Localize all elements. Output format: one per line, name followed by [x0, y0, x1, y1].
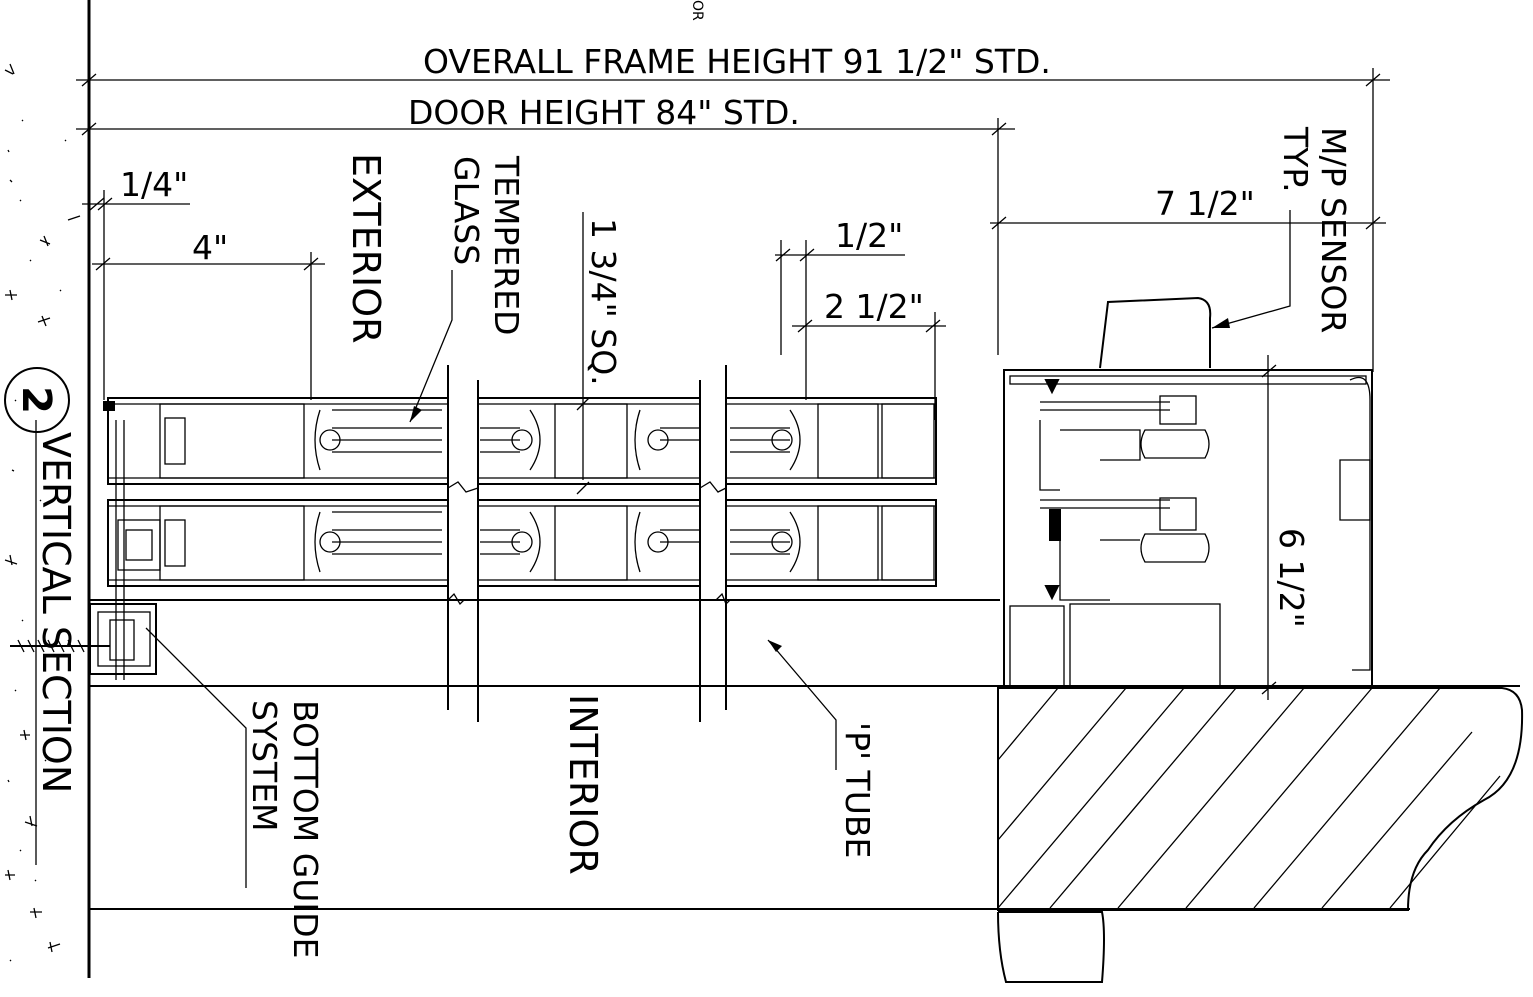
quarter-inch-label: 1/4" [120, 165, 188, 204]
header-housing [1003, 296, 1373, 689]
sensor-leader [1211, 210, 1291, 329]
door-panel-lower [107, 499, 937, 587]
half-inch-label: 1/2" [835, 216, 903, 255]
section-number: 2 [13, 386, 59, 414]
wall-stipple [4, 63, 110, 962]
floor-slab [997, 687, 1524, 983]
six-half-inch-label: 6 1/2" [1272, 528, 1311, 628]
glass-label: GLASS [447, 156, 486, 265]
sensor-arrow [1212, 318, 1230, 328]
sensor-typ-label: TYP. [1276, 126, 1315, 193]
two-half-inch-label: 2 1/2" [824, 287, 924, 326]
p-tube-arrow [768, 640, 782, 652]
system-label: SYSTEM [245, 700, 284, 832]
exterior-label: EXTERIOR [344, 153, 388, 344]
interior-label: INTERIOR [561, 694, 605, 875]
tempered-label: TEMPERED [487, 155, 526, 335]
door-panel-upper [103, 397, 937, 485]
bottom-guide-label: BOTTOM GUIDE [286, 700, 325, 958]
p-tube-leader [767, 639, 837, 770]
seven-half-inch-label: 7 1/2" [1155, 184, 1255, 223]
section-title: VERTICAL SECTION [34, 432, 78, 793]
overall-frame-height-label: OVERALL FRAME HEIGHT 91 1/2" STD. [423, 42, 1051, 81]
break-lines [447, 365, 731, 722]
bottom-guide-leader [145, 627, 247, 888]
p-tube-label: 'P' TUBE [838, 722, 877, 858]
dimension-lines [76, 68, 1390, 700]
glass-arrow [410, 406, 422, 422]
four-inch-label: 4" [192, 228, 228, 267]
tube-size-label: 1 3/4" SQ. [584, 218, 623, 386]
sensor-label: M/P SENSOR [1314, 127, 1353, 333]
frame-lines [87, 0, 1520, 978]
section-symbol: 2 [4, 367, 70, 433]
top-fragment-text: OR [689, 0, 705, 21]
glass-leader [409, 270, 453, 423]
bottom-guide [89, 420, 157, 680]
door-height-label: DOOR HEIGHT 84" STD. [408, 93, 800, 132]
